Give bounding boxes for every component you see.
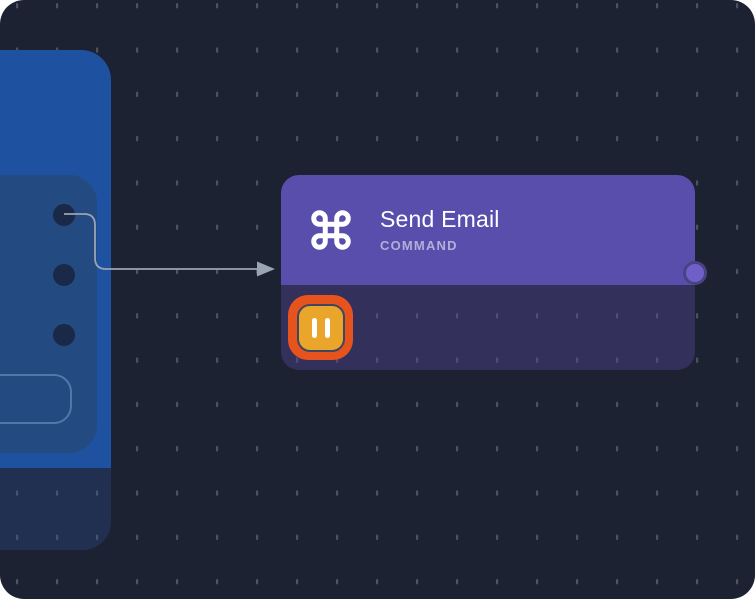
send-email-node-body — [281, 285, 695, 370]
send-email-node-header: Send Email COMMAND — [281, 175, 695, 285]
source-output-port-3[interactable] — [53, 324, 75, 346]
pause-icon — [324, 317, 330, 338]
send-email-output-port[interactable] — [683, 261, 707, 285]
source-node-button[interactable] — [0, 374, 72, 424]
command-icon — [308, 207, 354, 253]
node-title-block: Send Email COMMAND — [380, 205, 500, 254]
source-node-body — [0, 468, 111, 550]
source-output-port-1[interactable] — [53, 204, 75, 226]
source-output-port-2[interactable] — [53, 264, 75, 286]
pause-button-face — [296, 303, 345, 352]
pause-icon — [311, 317, 317, 338]
node-type-label: COMMAND — [380, 238, 458, 254]
send-email-node[interactable]: Send Email COMMAND — [281, 175, 707, 370]
pause-button[interactable] — [288, 295, 353, 360]
node-title: Send Email — [380, 205, 500, 232]
